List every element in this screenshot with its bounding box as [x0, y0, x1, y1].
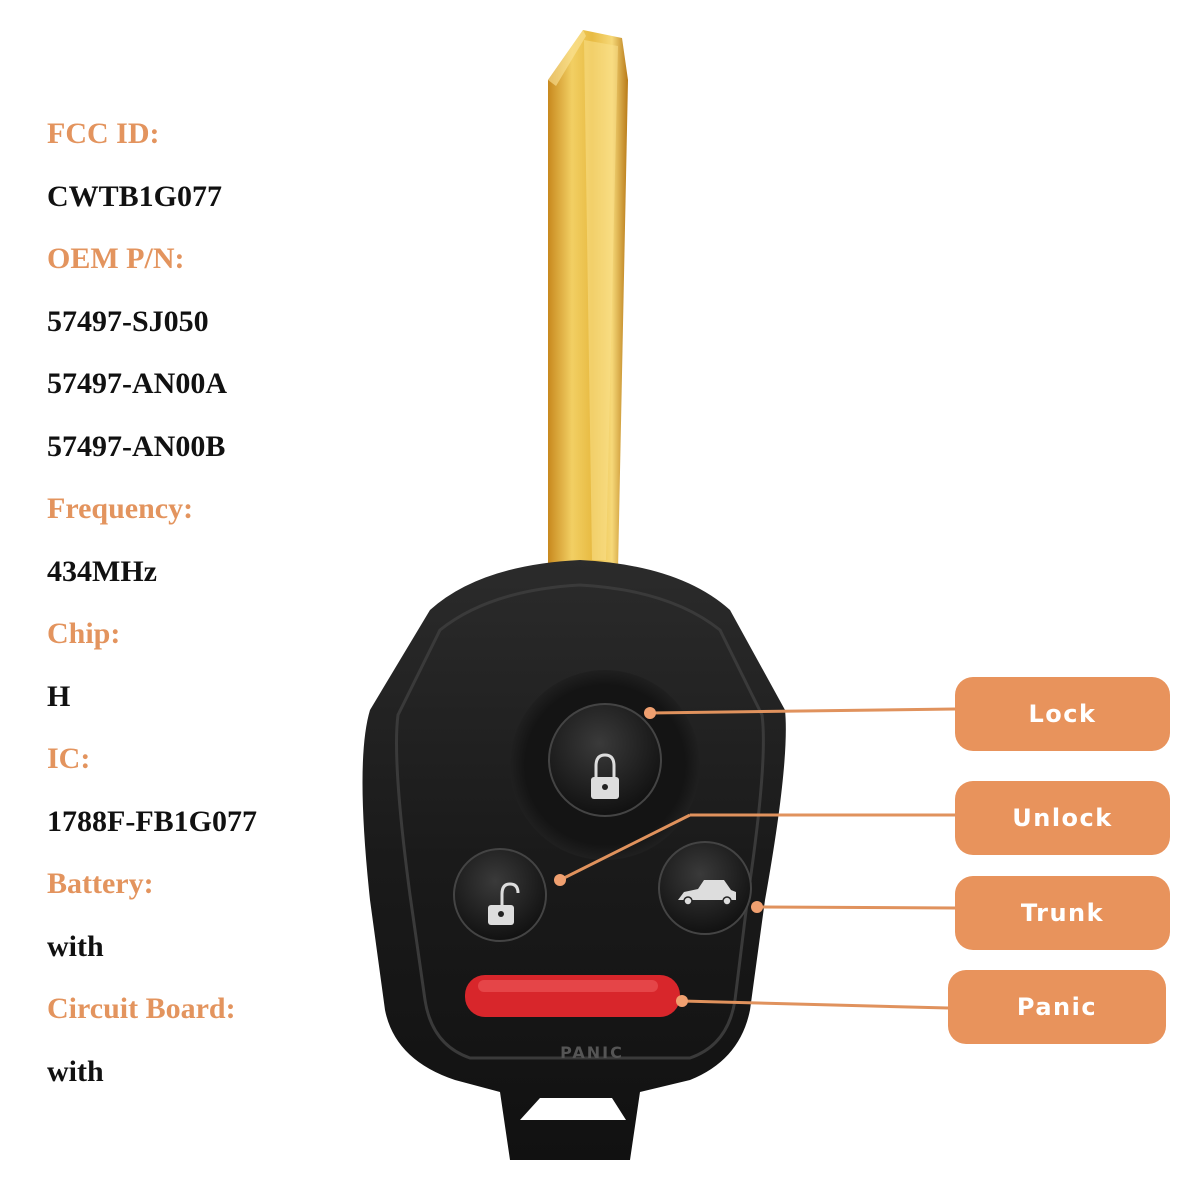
- trunk-icon: [678, 880, 736, 906]
- trunk-callout-label: Trunk: [1020, 899, 1105, 927]
- panic-marker: [676, 995, 688, 1007]
- panic-callout: Panic: [948, 970, 1166, 1044]
- spec-label: OEM P/N:: [47, 242, 185, 275]
- spec-value: with: [47, 929, 104, 963]
- unlock-icon: [488, 882, 520, 925]
- spec-value: 434MHz: [47, 554, 157, 588]
- lock-marker: [644, 707, 656, 719]
- spec-label: Frequency:: [47, 492, 194, 525]
- lock-callout: Lock: [955, 677, 1170, 751]
- lock-button[interactable]: [548, 703, 662, 817]
- unlock-marker: [554, 874, 566, 886]
- spec-label: IC:: [47, 742, 91, 775]
- unlock-callout: Unlock: [955, 781, 1170, 855]
- trunk-marker: [751, 901, 763, 913]
- panic-engraving: PANIC: [560, 1043, 624, 1062]
- spec-label: FCC ID:: [47, 117, 160, 150]
- spec-label: Chip:: [47, 617, 121, 650]
- spec-label: Battery:: [47, 867, 154, 900]
- unlock-button[interactable]: [453, 848, 547, 942]
- spec-value: 1788F-FB1G077: [47, 804, 257, 838]
- spec-value: 57497-AN00A: [47, 367, 227, 400]
- unlock-callout-label: Unlock: [1012, 804, 1113, 832]
- spec-value: 57497-SJ050: [47, 304, 209, 338]
- lock-icon: [591, 753, 619, 799]
- trunk-callout: Trunk: [955, 876, 1170, 950]
- lock-callout-label: Lock: [1028, 700, 1097, 728]
- leader-lines: [559, 707, 956, 1010]
- spec-value: CWTB1G077: [47, 179, 223, 213]
- panic-callout-label: Panic: [1016, 993, 1098, 1021]
- spec-value: H: [47, 679, 71, 713]
- spec-value: with: [47, 1054, 104, 1088]
- key-blade: [548, 30, 628, 570]
- spec-value: 57497-AN00B: [47, 429, 226, 463]
- spec-label: Circuit Board:: [47, 992, 236, 1025]
